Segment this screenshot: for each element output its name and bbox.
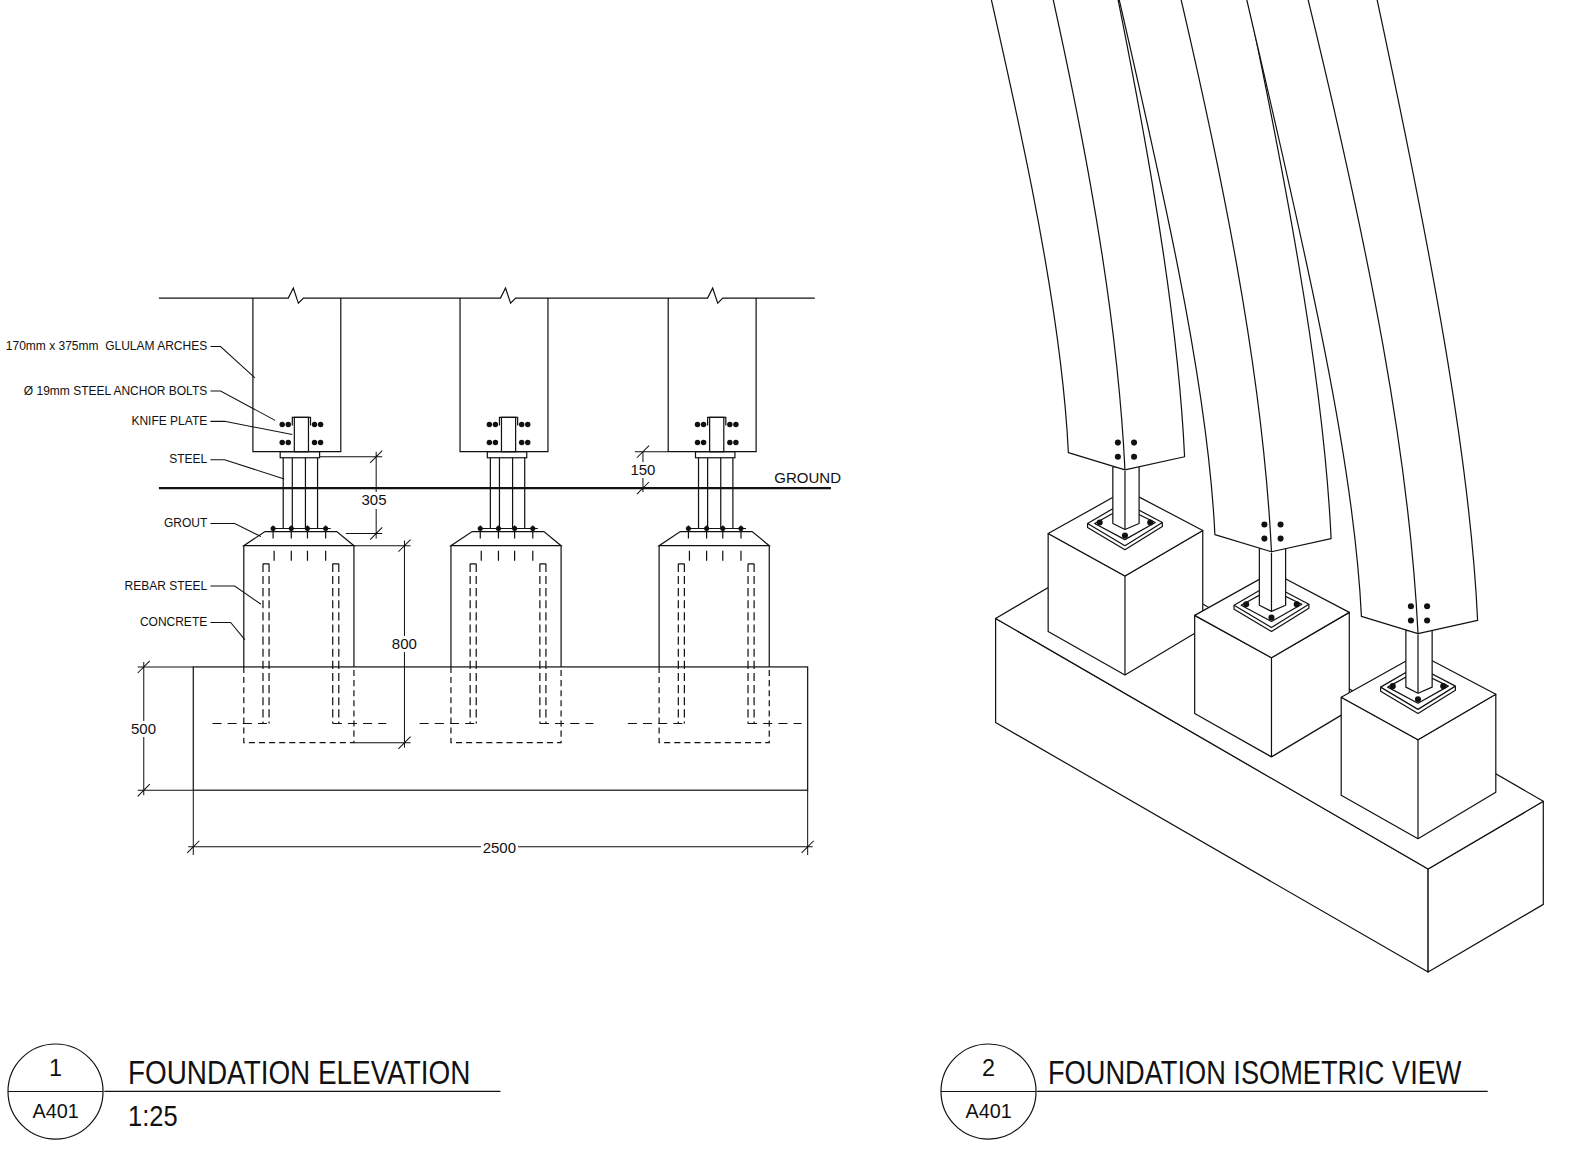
drawing-path xyxy=(210,391,275,420)
part-label: REBAR STEEL xyxy=(125,580,208,593)
drawing-use xyxy=(420,298,594,743)
title-rules xyxy=(104,1091,1487,1092)
drawing-path xyxy=(210,586,261,604)
drawing-path xyxy=(210,460,284,479)
dimension: 800 xyxy=(390,636,419,653)
drawing-line xyxy=(104,1091,500,1092)
view-title: FOUNDATION ELEVATION xyxy=(128,1054,470,1091)
circle-border xyxy=(8,1044,103,1139)
dimension: 2500 xyxy=(481,840,518,857)
leader-lines xyxy=(210,347,292,640)
detail-number: 2 xyxy=(940,1057,1037,1080)
view-title: FOUNDATION ISOMETRIC VIEW xyxy=(1048,1054,1462,1091)
view-scale: 1:25 xyxy=(128,1099,178,1132)
drawing-path xyxy=(210,523,261,536)
circle-divider xyxy=(8,1091,103,1092)
detail-number: 1 xyxy=(7,1057,104,1080)
part-label: STEEL xyxy=(169,453,207,466)
drawing-line xyxy=(159,487,831,489)
dimension: 500 xyxy=(129,721,158,738)
drawing-path xyxy=(159,288,815,303)
part-label: GROUT xyxy=(164,517,207,530)
elevation-drawing xyxy=(159,288,831,790)
circle-border xyxy=(941,1044,1036,1139)
drawing-line xyxy=(1037,1091,1488,1092)
drawing-use xyxy=(1233,0,1496,839)
sheet-number: A401 xyxy=(7,1102,104,1122)
part-label: 170mm x 375mm GLULAM ARCHES xyxy=(6,340,207,353)
drawing-path xyxy=(210,421,292,434)
drawing-path xyxy=(210,347,254,378)
dimension: 305 xyxy=(359,492,388,509)
drawing-use xyxy=(628,298,802,743)
dimension: 150 xyxy=(628,462,657,479)
part-label: Ø 19mm STEEL ANCHOR BOLTS xyxy=(24,385,207,398)
circle-divider xyxy=(941,1091,1036,1092)
detail-reference-circle: 1A401 xyxy=(7,1043,104,1140)
drawing-rect xyxy=(193,667,807,790)
sheet-number: A401 xyxy=(940,1102,1037,1122)
drawing-use xyxy=(212,298,386,743)
detail-reference-circle: 2A401 xyxy=(940,1043,1037,1140)
dimension-lines xyxy=(138,446,814,855)
part-label: KNIFE PLATE xyxy=(131,415,207,428)
ground-label: GROUND xyxy=(774,470,841,487)
part-label: CONCRETE xyxy=(140,616,207,629)
drawing-path xyxy=(210,622,244,639)
isometric-drawing xyxy=(940,0,1543,972)
